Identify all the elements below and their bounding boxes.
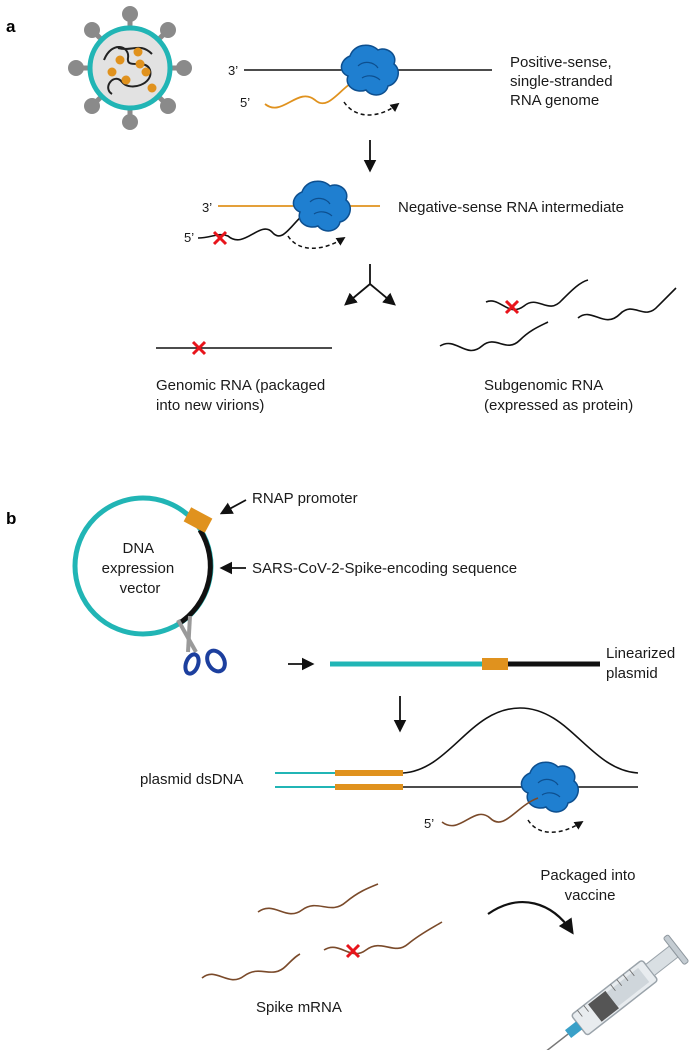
promoter-arrow bbox=[219, 499, 247, 515]
syringe-icon bbox=[537, 934, 689, 1050]
subgenomic-label: Subgenomic RNA (expressed as protein) bbox=[484, 377, 633, 414]
translation-arrow bbox=[343, 101, 400, 116]
transcription-arrow bbox=[527, 819, 584, 833]
panel-b-letter: b bbox=[6, 509, 16, 528]
prime-5-label: 5’ bbox=[240, 95, 250, 110]
cap-marker-3 bbox=[504, 299, 520, 315]
cap-marker-4 bbox=[345, 943, 361, 959]
cap-marker-2 bbox=[191, 340, 207, 356]
prime-3-label-2: 3’ bbox=[202, 200, 212, 215]
packaging-arrow bbox=[487, 901, 574, 935]
promoter-label: RNAP promoter bbox=[252, 490, 358, 507]
sequence-label: SARS-CoV-2-Spike-encoding sequence bbox=[252, 560, 517, 577]
ribosome-icon-2 bbox=[292, 180, 352, 232]
intermediate-label: Negative-sense RNA intermediate bbox=[398, 199, 624, 216]
nascent-rna-orange bbox=[264, 79, 357, 109]
transcription-bubble bbox=[275, 707, 639, 790]
spike-mrna-strands bbox=[201, 883, 443, 981]
subgenomic-rna-strands bbox=[439, 279, 677, 352]
scissors-icon bbox=[176, 615, 227, 676]
dsdna-label: plasmid dsDNA bbox=[140, 771, 243, 788]
linearized-label: Linearized plasmid bbox=[606, 645, 679, 682]
vector-label: DNA expression vector bbox=[102, 540, 179, 597]
rna-polymerase-icon bbox=[520, 761, 580, 813]
mrna-label: Spike mRNA bbox=[256, 999, 342, 1016]
linearized-plasmid bbox=[330, 658, 600, 670]
cap-marker-1 bbox=[212, 230, 228, 246]
genomic-label: Genomic RNA (packaged into new virions) bbox=[156, 377, 329, 414]
panel-a-letter: a bbox=[6, 17, 16, 36]
ribosome-icon bbox=[340, 44, 400, 96]
nascent-mrna bbox=[441, 797, 539, 827]
packaged-label: Packaged into vaccine bbox=[540, 867, 639, 904]
genome-label: Positive-sense, single-stranded RNA geno… bbox=[510, 54, 617, 109]
translation-arrow-2 bbox=[287, 235, 346, 249]
prime-5-label-2: 5’ bbox=[184, 230, 194, 245]
nascent-strand-black bbox=[197, 213, 305, 241]
plasmid-vector bbox=[72, 495, 214, 637]
split-arrow bbox=[344, 264, 396, 306]
virus-icon bbox=[68, 6, 192, 130]
prime-5-label-b: 5’ bbox=[424, 816, 434, 831]
prime-3-label: 3’ bbox=[228, 63, 238, 78]
